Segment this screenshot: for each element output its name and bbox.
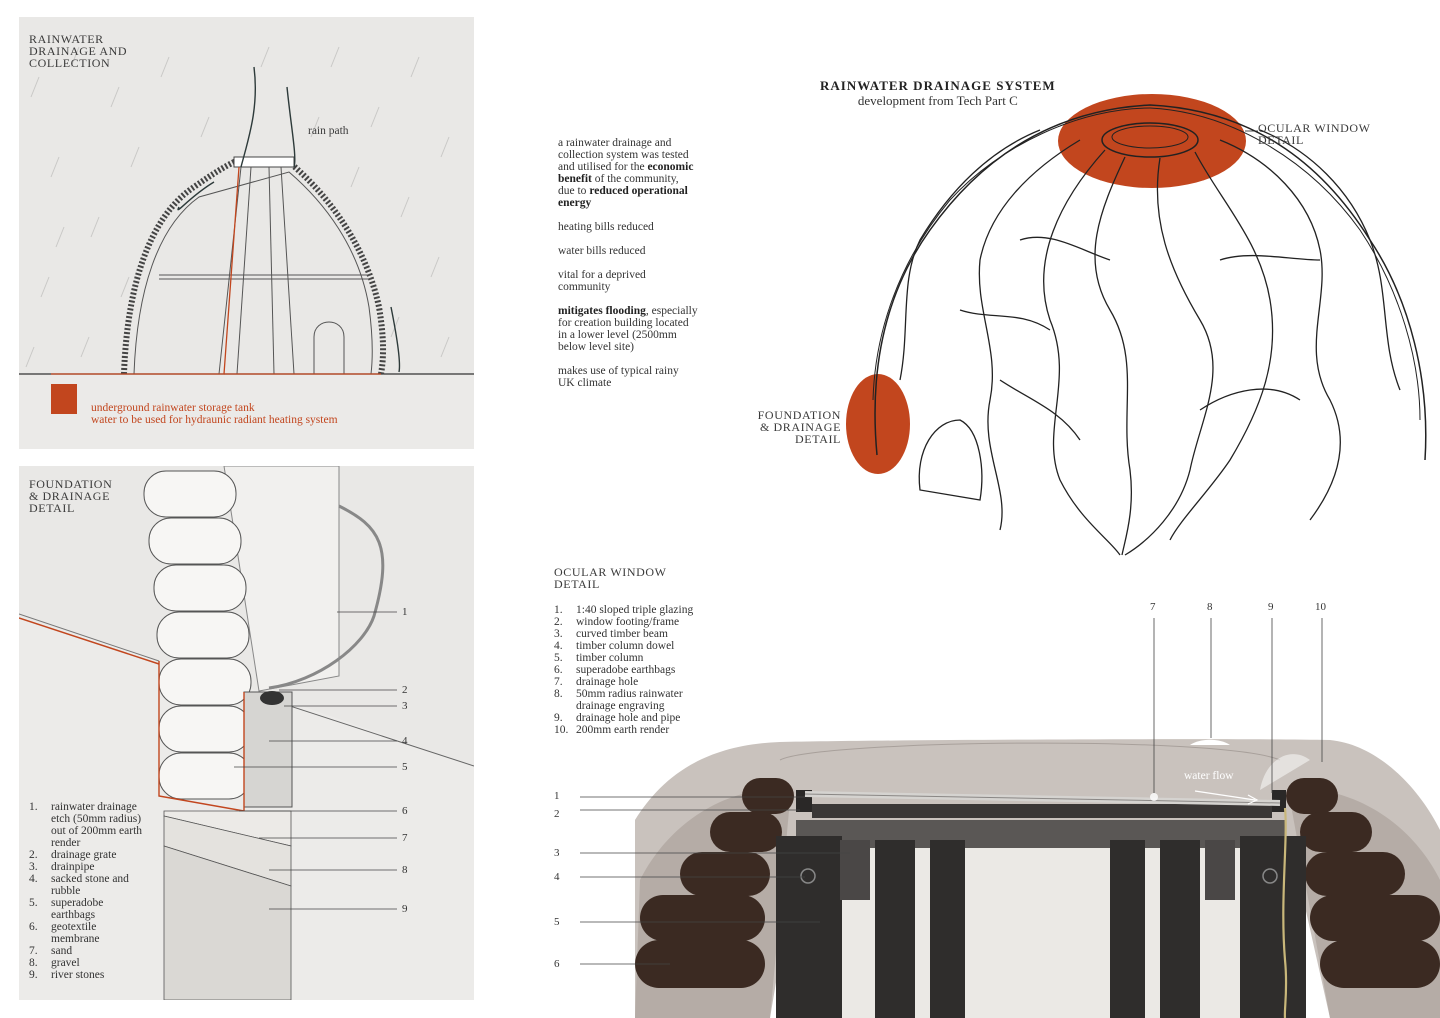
curved-timber-beam	[796, 820, 1286, 848]
river-stones-layer	[163, 845, 292, 1000]
ocular-left-leaders	[580, 796, 850, 965]
callout-4: 4	[554, 871, 560, 883]
callout-2: 2	[402, 684, 408, 696]
rain-path-label: rain path	[308, 125, 349, 137]
callout-8: 8	[1207, 601, 1213, 613]
triple-glazing	[804, 791, 1281, 806]
callout-10: 10	[1315, 601, 1326, 613]
rainwater-collection-panel: RAINWATER DRAINAGE AND COLLECTION rain p…	[19, 17, 474, 449]
legend-item: 9.river stones	[29, 969, 105, 981]
legend-item: 6.geotextile membrane	[29, 921, 100, 945]
dome-door	[918, 419, 983, 501]
intro-paragraph-3: water bills reduced	[558, 245, 646, 257]
callout-1: 1	[402, 606, 408, 618]
intro-paragraph-4: vital for a deprived community	[558, 269, 646, 293]
foundation-legend: 1.rainwater drainage etch (50mm radius) …	[29, 801, 144, 981]
legend-item: 3.curved timber beam	[554, 628, 668, 640]
legend-item: 6.superadobe earthbags	[554, 664, 676, 676]
legend-item: 8.gravel	[29, 957, 80, 969]
earthbags-right	[1286, 778, 1440, 988]
dome-lattice	[899, 129, 1401, 556]
ocular-highlight	[1058, 94, 1246, 188]
legend-item: 7.sand	[29, 945, 73, 957]
sacked-stone-rubble	[243, 691, 293, 808]
callout-leaders	[234, 611, 397, 910]
timber-columns	[776, 836, 1306, 1018]
foundation-section-drawing	[19, 466, 474, 1000]
intro-paragraph-5: mitigates flooding, especially for creat…	[558, 305, 698, 353]
intro-paragraph-1: a rainwater drainage and collection syst…	[558, 137, 694, 209]
drain-pipe	[1282, 807, 1288, 1018]
legend-item: 2.window footing/frame	[554, 616, 680, 628]
ocular-top-leaders	[1153, 618, 1323, 793]
drain-route	[51, 166, 240, 375]
legend-item: 3.drainpipe	[29, 861, 95, 873]
callout-7: 7	[402, 832, 408, 844]
dome-subtitle: development from Tech Part C	[857, 93, 1018, 108]
legend-item: 2.drainage grate	[29, 849, 117, 861]
foundation-drainage-label: FOUNDATION & DRAINAGE DETAIL	[757, 408, 841, 446]
legend-item: 1.1:40 sloped triple glazing	[554, 604, 694, 616]
callout-3: 3	[402, 700, 408, 712]
legend-item: 1.rainwater drainage etch (50mm radius) …	[29, 801, 143, 849]
legend-item: 4.timber column dowel	[554, 640, 675, 652]
callout-8: 8	[402, 864, 408, 876]
callout-9: 9	[1268, 601, 1274, 613]
geotextile-membrane	[158, 661, 245, 812]
callout-9: 9	[402, 903, 408, 915]
window-frame	[796, 790, 812, 812]
callout-2: 2	[554, 808, 560, 820]
rain-streaks	[25, 46, 450, 368]
door-arch	[313, 321, 345, 374]
legend-item: 5.superadobe earthbags	[29, 897, 104, 921]
earthbags-left	[635, 778, 794, 988]
legend-item: 8.50mm radius rainwater drainage engravi…	[554, 688, 683, 712]
legend-item: 4.sacked stone and rubble	[29, 873, 129, 897]
internal-timber-frame	[159, 166, 371, 375]
tank-label-line1: underground rainwater storage tank	[91, 402, 255, 414]
ocular-legend: 1.1:40 sloped triple glazing 2.window fo…	[554, 604, 714, 736]
callout-5: 5	[554, 916, 560, 928]
ocular-window-label: OCULAR WINDOW DETAIL	[1258, 121, 1371, 147]
legend-item: 9.drainage hole and pipe	[554, 712, 681, 724]
earthbag-stack	[143, 470, 252, 800]
intro-text: a rainwater drainage and collection syst…	[558, 137, 698, 401]
callout-6: 6	[402, 805, 408, 817]
callout-4: 4	[402, 735, 408, 747]
callout-1: 1	[554, 790, 560, 802]
earth-render	[635, 739, 1440, 1018]
foundation-detail-panel: FOUNDATION & DRAINAGE DETAIL 1 2 3 4 5 6…	[19, 466, 474, 1000]
dome-title: RAINWATER DRAINAGE SYSTEM	[820, 78, 1056, 93]
ground	[19, 374, 474, 449]
water-flow-arrow	[1194, 790, 1256, 801]
drainpipe	[260, 691, 284, 705]
tank-label-line2: water to be used for hydraunic radiant h…	[91, 414, 338, 426]
callout-5: 5	[402, 761, 408, 773]
storage-tank	[51, 384, 77, 414]
rain-path-arrow	[240, 66, 257, 168]
legend-item: 7.drainage hole	[554, 676, 639, 688]
legend-item: 10.200mm earth render	[554, 724, 670, 736]
legend-item: 5.timber column	[554, 652, 644, 664]
foundation-panel-title: FOUNDATION & DRAINAGE DETAIL	[29, 477, 113, 515]
column-dowel	[800, 868, 816, 884]
dome-title-block: RAINWATER DRAINAGE SYSTEM development fr…	[820, 78, 1056, 109]
intro-paragraph-2: heating bills reduced	[558, 221, 654, 233]
intro-paragraph-6: makes use of typical rainy UK climate	[558, 365, 679, 389]
callout-7: 7	[1150, 601, 1156, 613]
callout-3: 3	[554, 847, 560, 859]
drainage-etch	[268, 504, 385, 690]
water-flow-label: water flow	[1184, 770, 1234, 782]
ocular-section-title: OCULAR WINDOW DETAIL	[554, 565, 667, 591]
rain-section-drawing	[19, 46, 474, 449]
rain-panel-title: RAINWATER DRAINAGE AND COLLECTION	[29, 32, 128, 70]
callout-6: 6	[554, 958, 560, 970]
foundation-highlight	[846, 374, 910, 474]
dome-outline	[874, 104, 1427, 461]
